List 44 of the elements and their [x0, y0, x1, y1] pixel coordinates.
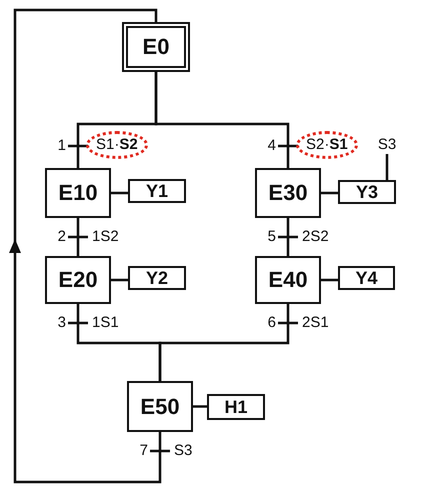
condition-label: S3 [371, 136, 403, 154]
highlighted-condition: S1·S2 [86, 131, 148, 159]
connector-line [111, 192, 128, 194]
transition-number: 3 [56, 315, 66, 331]
arrow [9, 8, 162, 484]
step-box: E20 [45, 256, 111, 304]
connector-line [193, 405, 207, 408]
connector-line [76, 247, 80, 256]
transition-number: 1 [56, 138, 66, 154]
connector-line [321, 192, 338, 194]
transition-number: 4 [266, 138, 276, 154]
connector-line [158, 333, 290, 381]
connector-line [286, 161, 290, 168]
action-box: Y3 [338, 180, 396, 204]
transition-number: 6 [266, 315, 276, 331]
step-box: E40 [255, 256, 321, 304]
connector-line [158, 432, 162, 441]
transition-condition: 1S2 [92, 229, 119, 245]
connector-line [286, 218, 290, 227]
transition-condition: S3 [174, 443, 192, 459]
action-box: Y1 [128, 179, 186, 203]
highlighted-condition: S2·S1 [296, 131, 358, 159]
transition-condition: 1S1 [92, 315, 119, 331]
transition-number: 2 [56, 229, 66, 245]
transition-number: 5 [266, 229, 276, 245]
connector-line [386, 154, 388, 180]
connector-line [76, 218, 80, 227]
step-box: E10 [45, 168, 111, 218]
connector-line [321, 278, 338, 282]
connector-line [76, 304, 80, 313]
connector-line [286, 247, 290, 256]
connector-line [154, 72, 290, 131]
action-box: H1 [207, 394, 265, 420]
action-box: Y4 [338, 266, 395, 290]
connector-line [76, 161, 80, 168]
step-box: E50 [127, 381, 193, 432]
action-box: Y2 [128, 266, 186, 290]
connector-line [286, 304, 290, 313]
connector-line [111, 278, 128, 282]
initial-step-box: E0 [122, 22, 190, 72]
transition-number: 7 [138, 443, 148, 459]
transition-condition: 2S1 [302, 315, 329, 331]
step-box: E30 [255, 168, 321, 218]
transition-condition: 2S2 [302, 229, 329, 245]
